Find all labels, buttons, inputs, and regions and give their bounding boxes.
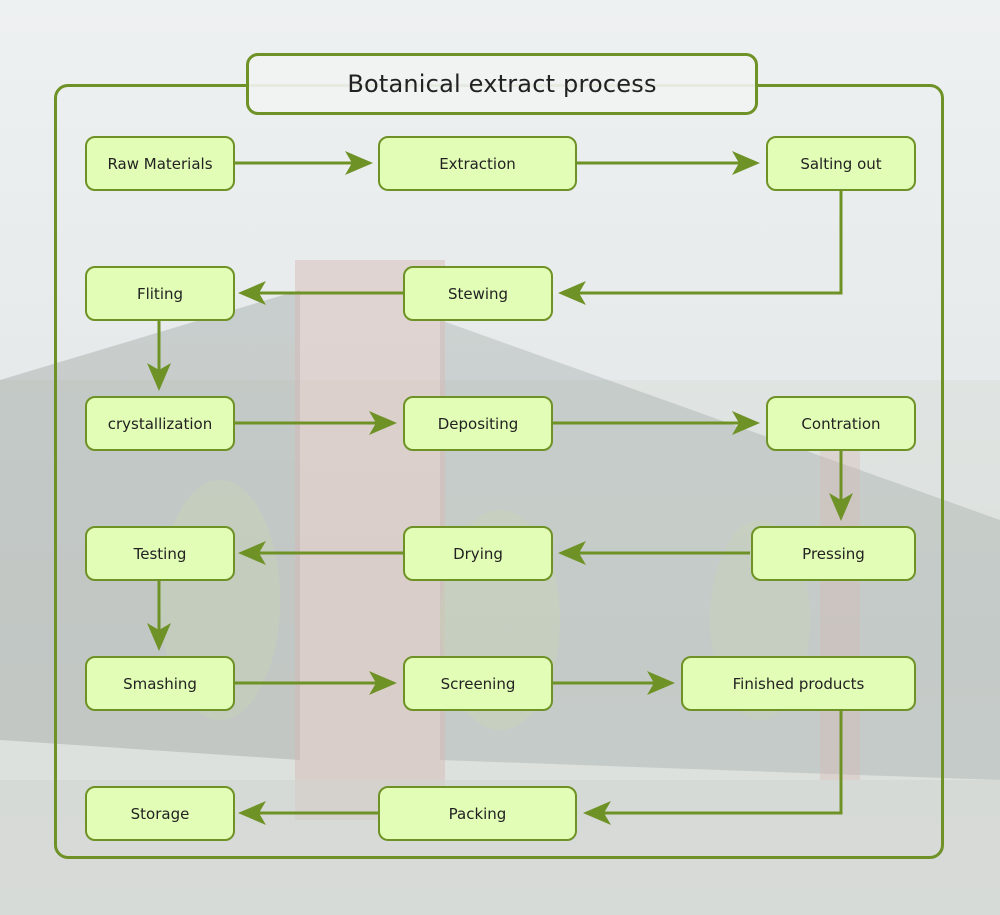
node-fliting: Fliting (85, 266, 235, 321)
diagram-title: Botanical extract process (347, 70, 657, 98)
node-label: Contration (801, 414, 881, 433)
node-screening: Screening (403, 656, 553, 711)
node-label: Smashing (123, 674, 197, 693)
node-label: Storage (130, 804, 190, 823)
node-stewing: Stewing (403, 266, 553, 321)
node-finished-products: Finished products (681, 656, 916, 711)
node-raw-materials: Raw Materials (85, 136, 235, 191)
node-label: Depositing (437, 414, 519, 433)
node-label: Screening (440, 674, 516, 693)
node-salting-out: Salting out (766, 136, 916, 191)
node-label: Raw Materials (107, 154, 213, 173)
node-label: Packing (448, 804, 507, 823)
node-packing: Packing (378, 786, 577, 841)
node-pressing: Pressing (751, 526, 916, 581)
node-label: Extraction (439, 154, 516, 173)
node-label: Stewing (447, 284, 509, 303)
node-label: Drying (453, 544, 503, 563)
node-label: Fliting (136, 284, 184, 303)
node-smashing: Smashing (85, 656, 235, 711)
node-crystallization: crystallization (85, 396, 235, 451)
node-testing: Testing (85, 526, 235, 581)
node-extraction: Extraction (378, 136, 577, 191)
node-storage: Storage (85, 786, 235, 841)
node-contration: Contration (766, 396, 916, 451)
node-label: Pressing (802, 544, 865, 563)
diagram-frame (54, 84, 944, 859)
node-depositing: Depositing (403, 396, 553, 451)
node-drying: Drying (403, 526, 553, 581)
node-label: Testing (133, 544, 187, 563)
node-label: Salting out (800, 154, 882, 173)
title-box: Botanical extract process (246, 53, 758, 115)
node-label: Finished products (732, 674, 865, 693)
node-label: crystallization (107, 414, 213, 433)
